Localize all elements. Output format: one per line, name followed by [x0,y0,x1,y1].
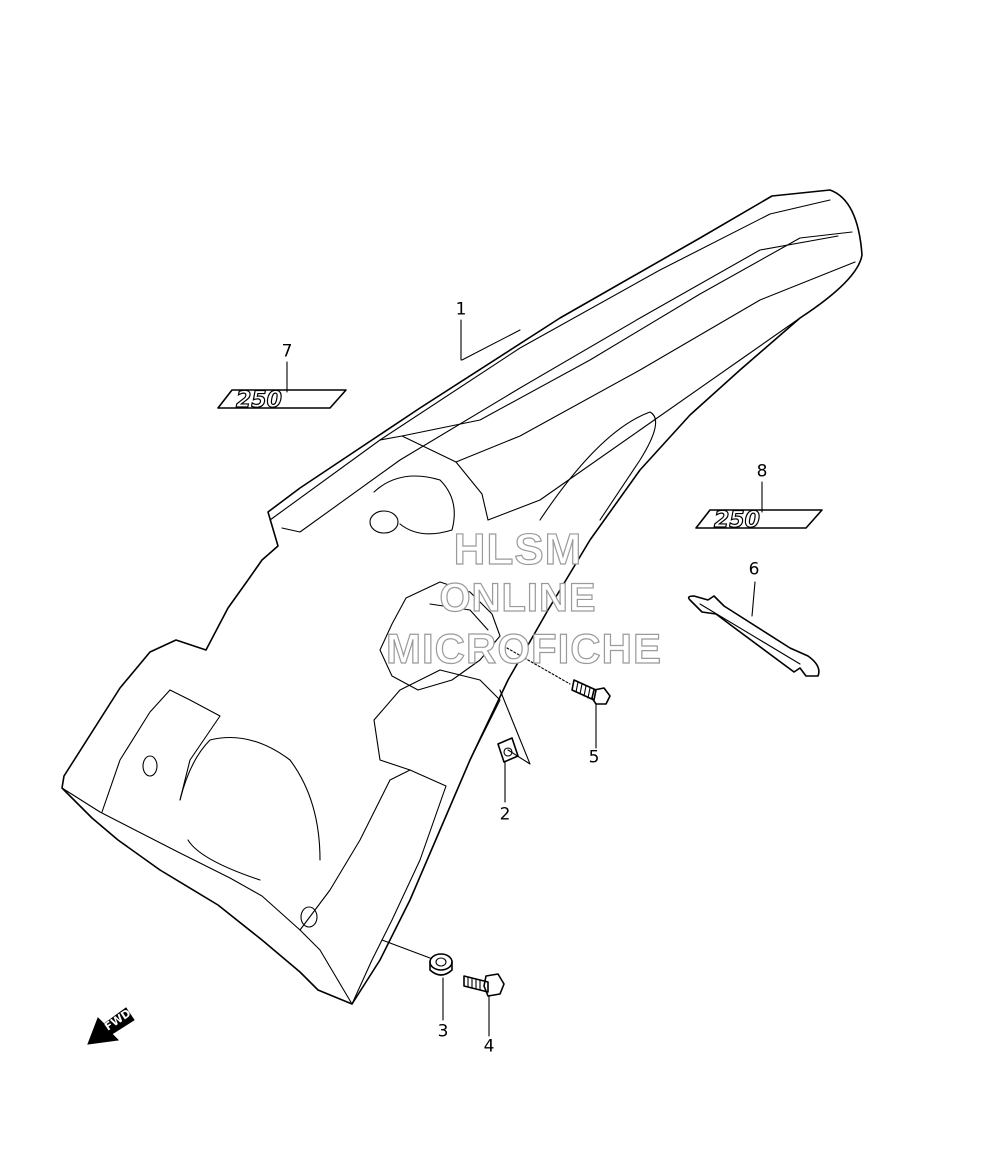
callout-8: 8 [756,461,768,482]
callout-6: 6 [748,559,760,580]
callout-2: 2 [499,804,511,825]
collar-3 [429,953,453,976]
fwd-arrow-icon: FWD [87,1007,135,1045]
bolt-5 [571,679,611,705]
tool-wrench [687,595,820,677]
callout-7: 7 [281,341,293,362]
leader-3-dashed [381,939,431,959]
leader-5-dashed [499,643,571,685]
bolt-4 [463,973,505,997]
decal-250-left: 250 [217,387,347,414]
leader-6 [751,581,756,617]
watermark-line3: MICROFICHE [385,625,662,672]
decal-text-right: 250 [714,508,760,533]
mount-outline-2 [499,689,531,765]
decal-text-left: 250 [236,388,282,413]
rear-fender [61,189,863,1005]
callout-4: 4 [483,1036,495,1057]
watermark-line2: ONLINE [439,576,597,620]
callout-3: 3 [437,1021,449,1042]
callout-1: 1 [455,299,467,320]
callout-5: 5 [588,747,600,768]
decal-250-right: 250 [695,507,823,534]
watermark-line1: HLSM [453,525,583,574]
